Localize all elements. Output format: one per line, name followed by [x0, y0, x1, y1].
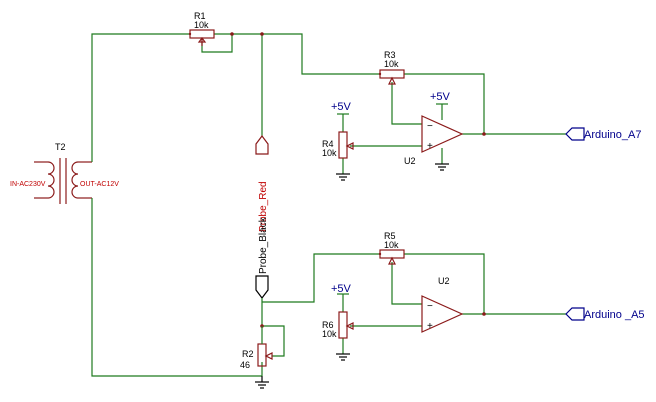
arduino-a7-label: Arduino_A7 — [584, 129, 642, 141]
r6-value: 10k — [322, 329, 337, 339]
net-label-a7: Arduino_A7 — [565, 127, 642, 141]
resistor-r5: R5 10k — [379, 231, 405, 265]
r3-ref: R3 — [384, 50, 396, 60]
t2-primary-label: IN-AC230V — [10, 181, 46, 188]
svg-text:+: + — [427, 321, 433, 332]
r1-ref: R1 — [194, 11, 206, 21]
power-5v-u2: +5V — [430, 91, 451, 105]
u2-bottom-ref: U2 — [438, 276, 450, 286]
power-5v-r6: +5V — [331, 283, 352, 295]
resistor-r1: R1 10k — [189, 11, 215, 46]
wires — [91, 33, 566, 377]
r1-value: 10k — [194, 20, 209, 30]
vcc-label-1: +5V — [331, 101, 352, 113]
r4-ref: R4 — [322, 139, 334, 149]
probe-red-connector: Probe_Red — [255, 135, 269, 232]
r5-ref: R5 — [384, 231, 396, 241]
probe-black-label: Probe_Black — [258, 216, 269, 274]
t2-secondary-label: OUT-AC12V — [80, 181, 119, 188]
net-label-a5: Arduino _A5 — [565, 307, 645, 321]
r2-value: 46 — [240, 360, 250, 370]
resistor-r3: R3 10k — [379, 50, 405, 85]
probe-red-label: Probe_Red — [258, 181, 269, 232]
ground-symbols — [255, 163, 449, 389]
power-5v-r4: +5V — [331, 101, 352, 115]
svg-text:+: + — [427, 141, 433, 152]
resistor-r2: R2 46 — [240, 326, 273, 370]
probe-black-connector: Probe_Black — [255, 216, 269, 302]
t2-ref: T2 — [55, 142, 66, 152]
r3-value: 10k — [384, 59, 399, 69]
r6-ref: R6 — [322, 320, 334, 330]
opamp-u2-top: − + U2 — [404, 115, 464, 166]
opamp-u2-bottom: − + U2 — [421, 276, 464, 333]
resistor-r6: R6 10k — [322, 311, 354, 339]
r4-value: 10k — [322, 148, 337, 158]
r2-ref: R2 — [242, 349, 254, 359]
transformer-t2: T2 IN-AC230V OUT-AC12V — [10, 142, 119, 204]
arduino-a5-label: Arduino _A5 — [584, 309, 645, 321]
u2-top-ref: U2 — [404, 156, 416, 166]
svg-text:−: − — [427, 121, 433, 132]
r5-value: 10k — [384, 240, 399, 250]
resistor-r4: R4 10k — [322, 131, 354, 159]
vcc-label-2: +5V — [430, 91, 451, 103]
vcc-label-3: +5V — [331, 283, 352, 295]
svg-text:−: − — [427, 301, 433, 312]
